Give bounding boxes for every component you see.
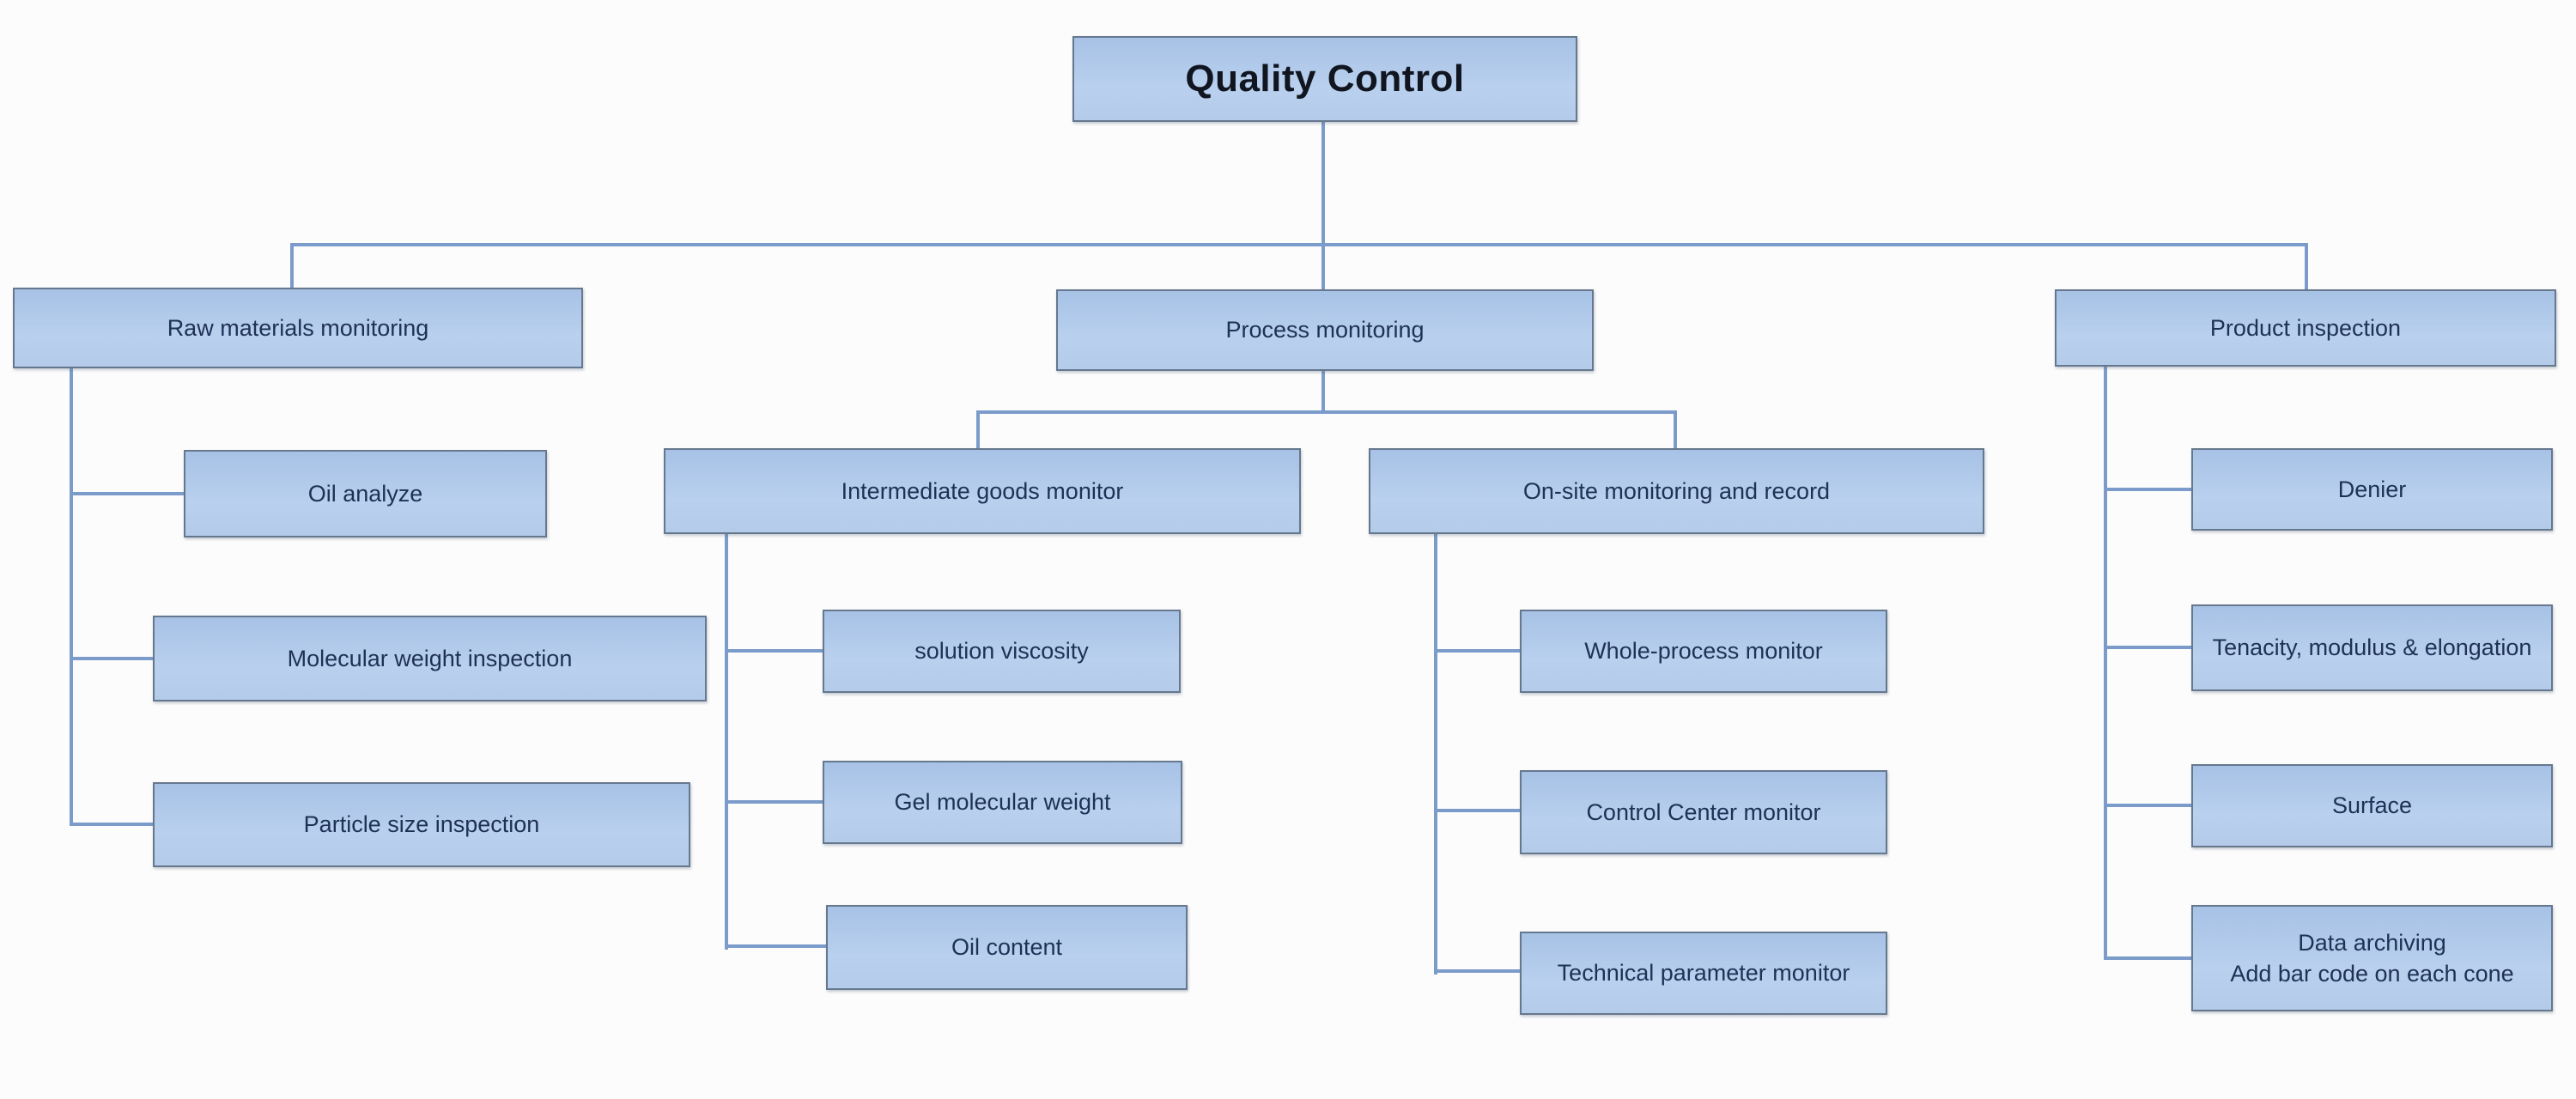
node-gel-molecular-weight: Gel molecular weight bbox=[823, 761, 1182, 844]
node-tenacity-modulus-elongation: Tenacity, modulus & elongation bbox=[2191, 604, 2553, 691]
connector-stub-molecular-weight bbox=[71, 657, 155, 660]
connector-drop-onsite bbox=[1674, 410, 1677, 450]
node-control-center-monitor: Control Center monitor bbox=[1520, 770, 1887, 854]
connector-drop-process bbox=[1321, 243, 1325, 291]
node-oil-content: Oil content bbox=[826, 905, 1188, 990]
connector-stub-surface bbox=[2105, 804, 2193, 807]
node-denier: Denier bbox=[2191, 448, 2553, 531]
connector-raw-trunk bbox=[70, 368, 73, 826]
node-whole-process-monitor: Whole-process monitor bbox=[1520, 610, 1887, 693]
node-data-archiving: Data archiving Add bar code on each cone bbox=[2191, 905, 2553, 1011]
node-particle-size-inspection: Particle size inspection bbox=[153, 782, 690, 867]
node-surface: Surface bbox=[2191, 764, 2553, 847]
connector-stub-control-center bbox=[1436, 809, 1522, 812]
connector-drop-product bbox=[2305, 243, 2308, 291]
connector-drop-raw-materials bbox=[290, 243, 294, 289]
node-intermediate-goods-monitor: Intermediate goods monitor bbox=[664, 448, 1301, 534]
node-technical-parameter-monitor: Technical parameter monitor bbox=[1520, 932, 1887, 1015]
node-onsite-monitoring-and-record: On-site monitoring and record bbox=[1369, 448, 1984, 534]
connector-stub-gel-molecular bbox=[726, 800, 824, 804]
connector-stub-tenacity bbox=[2105, 646, 2193, 649]
connector-top-rail bbox=[290, 243, 2308, 246]
connector-process-stem bbox=[1321, 371, 1325, 412]
connector-intermediate-trunk bbox=[725, 534, 728, 950]
connector-drop-intermediate bbox=[976, 410, 980, 450]
node-process-monitoring: Process monitoring bbox=[1056, 289, 1594, 371]
connector-stub-data-archiving bbox=[2105, 956, 2193, 960]
node-raw-materials-monitoring: Raw materials monitoring bbox=[13, 288, 583, 368]
connector-title-stem bbox=[1321, 122, 1325, 246]
connector-stub-denier bbox=[2105, 488, 2193, 491]
connector-product-trunk bbox=[2104, 367, 2107, 960]
node-molecular-weight-inspection: Molecular weight inspection bbox=[153, 616, 707, 701]
connector-onsite-trunk bbox=[1434, 534, 1437, 975]
node-product-inspection: Product inspection bbox=[2055, 289, 2556, 367]
connector-stub-whole-process bbox=[1436, 649, 1522, 653]
connector-stub-oil-content bbox=[726, 944, 828, 948]
connector-stub-technical-parameter bbox=[1436, 969, 1522, 973]
connector-stub-oil-analyze bbox=[71, 492, 185, 495]
connector-process-rail bbox=[976, 410, 1677, 414]
node-quality-control: Quality Control bbox=[1072, 36, 1577, 122]
connector-stub-particle-size bbox=[71, 823, 155, 826]
node-oil-analyze: Oil analyze bbox=[184, 450, 547, 537]
connector-stub-solution-viscosity bbox=[726, 649, 824, 653]
node-solution-viscosity: solution viscosity bbox=[823, 610, 1181, 693]
